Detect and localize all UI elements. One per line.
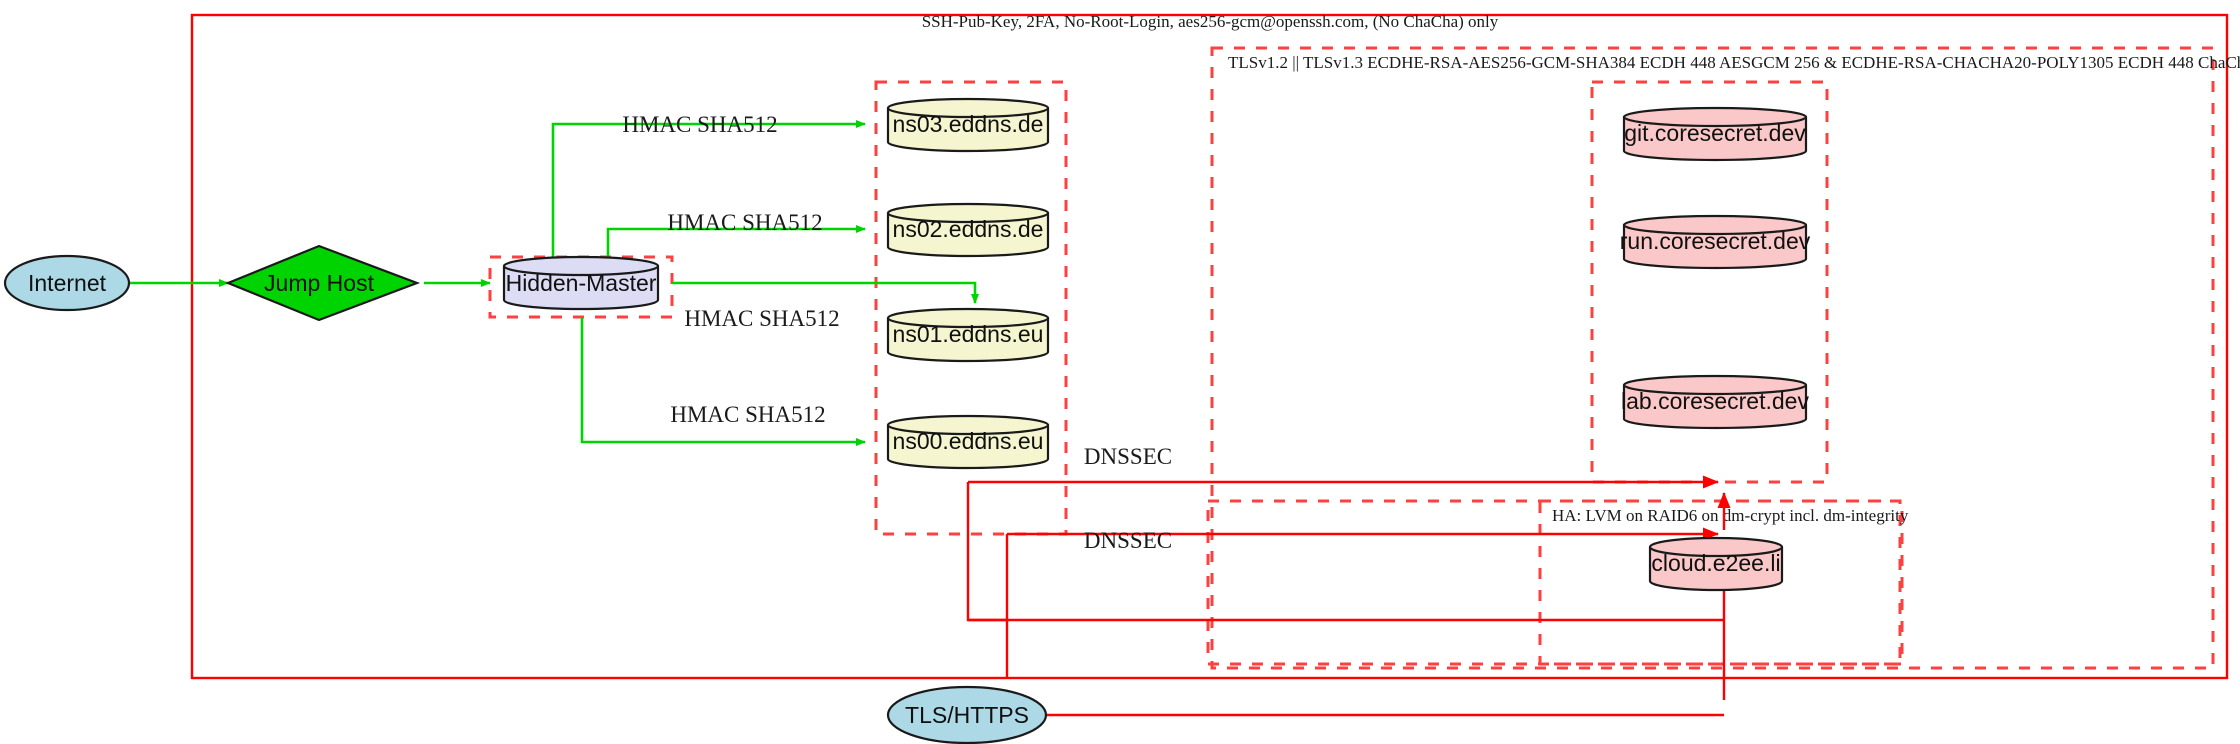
node-lab-coresecret-label: lab.coresecret.dev bbox=[1621, 388, 1809, 414]
edge-hiddenmaster-to-ns02 bbox=[606, 225, 866, 257]
node-ns01[interactable]: ns01.eddns.eu bbox=[886, 307, 1050, 363]
edge-label-dnssec-lower: DNSSEC bbox=[1084, 528, 1172, 553]
node-ns00[interactable]: ns00.eddns.eu bbox=[886, 414, 1050, 470]
cluster-ssh-perimeter-label: SSH-Pub-Key, 2FA, No-Root-Login, aes256-… bbox=[922, 12, 1499, 31]
node-tlshttps[interactable]: TLS/HTTPS bbox=[886, 685, 1048, 744]
node-ns03-cap bbox=[886, 107, 1050, 119]
node-git-coresecret-cap bbox=[1622, 116, 1808, 128]
node-ns03[interactable]: ns03.eddns.de bbox=[886, 97, 1050, 153]
edge-label-hmac-ns02: HMAC SHA512 bbox=[667, 210, 822, 235]
node-ns01-cap bbox=[886, 317, 1050, 329]
node-ns03-shape[interactable] bbox=[886, 97, 1050, 153]
node-run-coresecret-cap bbox=[1622, 224, 1808, 236]
node-jumphost[interactable]: Jump Host bbox=[225, 244, 421, 322]
node-git-coresecret[interactable]: git.coresecret.dev bbox=[1622, 106, 1808, 162]
edge-label-dnssec-upper: DNSSEC bbox=[1084, 444, 1172, 469]
node-ns02-cap bbox=[886, 212, 1050, 224]
node-ns00-label: ns00.eddns.eu bbox=[893, 428, 1044, 454]
edge-label-hmac-ns00: HMAC SHA512 bbox=[670, 402, 825, 427]
node-hiddenmaster[interactable]: Hidden-Master bbox=[502, 255, 660, 311]
node-ns00-shape[interactable] bbox=[886, 414, 1050, 470]
node-git-coresecret-label: git.coresecret.dev bbox=[1624, 120, 1806, 146]
node-internet[interactable]: Internet bbox=[3, 254, 131, 312]
node-git-coresecret-shape[interactable] bbox=[1622, 106, 1808, 162]
node-tlshttps-label: TLS/HTTPS bbox=[905, 702, 1029, 728]
cluster-services-zone bbox=[1206, 499, 1904, 666]
node-ns02[interactable]: ns02.eddns.de bbox=[886, 202, 1050, 258]
node-lab-coresecret-cap bbox=[1622, 384, 1808, 396]
node-run-coresecret-label: run.coresecret.dev bbox=[1620, 228, 1811, 254]
node-lab-coresecret[interactable]: lab.coresecret.dev bbox=[1621, 374, 1809, 430]
cluster-tls-perimeter-label: TLSv1.2 || TLSv1.3 ECDHE-RSA-AES256-GCM-… bbox=[1228, 53, 2240, 72]
node-internet-label: Internet bbox=[28, 270, 107, 296]
node-ns01-label: ns01.eddns.eu bbox=[893, 321, 1044, 347]
node-internet-shape[interactable] bbox=[3, 254, 131, 312]
node-ns01-shape[interactable] bbox=[886, 307, 1050, 363]
node-jumphost-label: Jump Host bbox=[264, 270, 375, 296]
edge-dnssec-riser bbox=[966, 482, 1007, 622]
node-run-coresecret[interactable]: run.coresecret.dev bbox=[1620, 214, 1811, 270]
node-cloud-e2ee-shape[interactable] bbox=[1648, 536, 1784, 592]
node-ns00-cap bbox=[886, 424, 1050, 436]
edge-hiddenmaster-to-ns03 bbox=[551, 120, 866, 257]
edge-label-hmac-ns01: HMAC SHA512 bbox=[684, 306, 839, 331]
node-hiddenmaster-label: Hidden-Master bbox=[506, 270, 657, 296]
node-cloud-e2ee-cap bbox=[1648, 546, 1784, 558]
cluster-nameserver-zone bbox=[874, 80, 1068, 536]
node-tlshttps-shape[interactable] bbox=[886, 685, 1048, 744]
cluster-ssh-perimeter bbox=[190, 13, 2229, 680]
node-cloud-e2ee-label: cloud.e2ee.li bbox=[1651, 550, 1780, 576]
node-hiddenmaster-cap bbox=[502, 265, 660, 277]
node-ns03-label: ns03.eddns.de bbox=[893, 111, 1044, 137]
node-lab-coresecret-shape[interactable] bbox=[1622, 374, 1808, 430]
node-jumphost-shape[interactable] bbox=[225, 244, 421, 322]
node-ns02-shape[interactable] bbox=[886, 202, 1050, 258]
cluster-tls-perimeter bbox=[1210, 46, 2215, 670]
node-run-coresecret-shape[interactable] bbox=[1622, 214, 1808, 270]
edge-hiddenmaster-to-ns01 bbox=[672, 281, 979, 304]
node-cloud-e2ee[interactable]: cloud.e2ee.li bbox=[1648, 536, 1784, 592]
edge-hiddenmaster-to-ns00 bbox=[580, 317, 866, 446]
node-hiddenmaster-shape[interactable] bbox=[502, 255, 660, 311]
node-ns02-label: ns02.eddns.de bbox=[893, 216, 1044, 242]
cluster-ha-storage-label: HA: LVM on RAID6 on dm-crypt incl. dm-in… bbox=[1552, 506, 1909, 525]
edge-label-hmac-ns03: HMAC SHA512 bbox=[622, 112, 777, 137]
